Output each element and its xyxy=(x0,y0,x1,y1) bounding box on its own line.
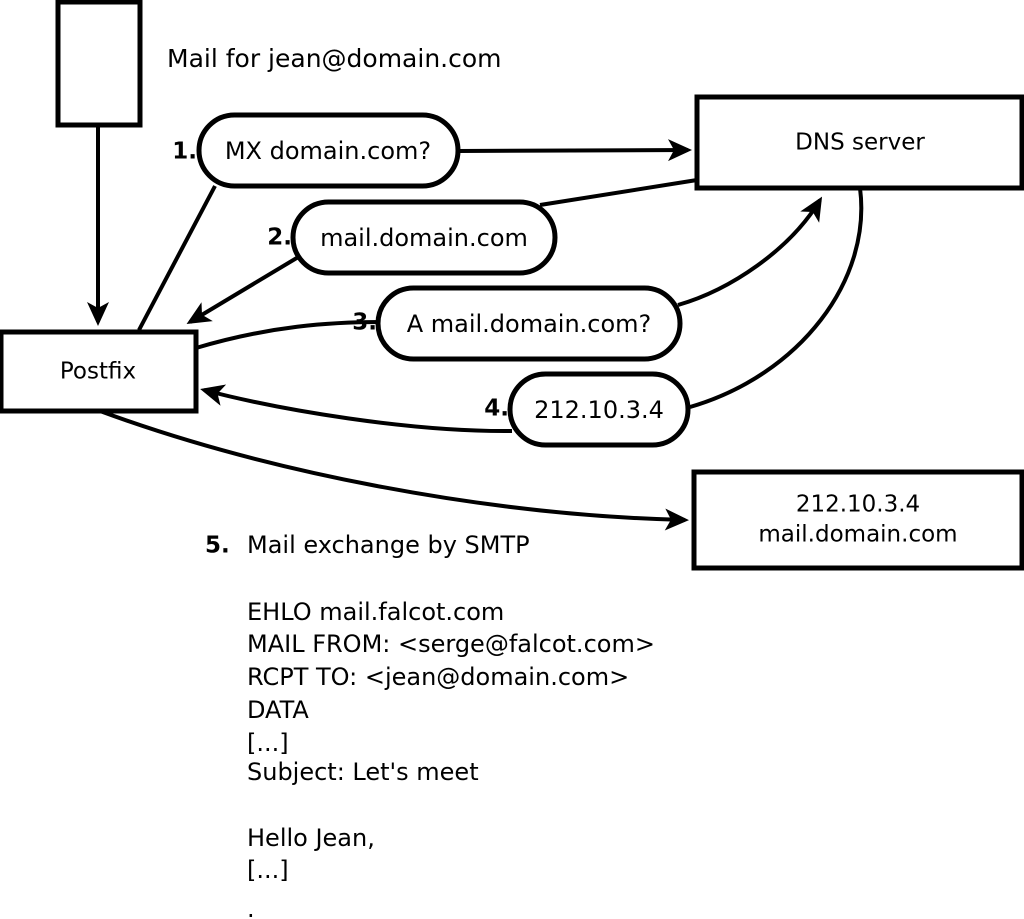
transcript-line: DATA xyxy=(247,696,309,724)
step-2-label: mail.domain.com xyxy=(320,224,528,252)
node-dns-server-box[interactable] xyxy=(694,94,1024,191)
edge-step2-dns-to-answer xyxy=(539,178,698,207)
step-4-pill[interactable] xyxy=(507,371,691,448)
transcript-line: Subject: Let's meet xyxy=(247,758,479,786)
node-mail-server-ip: 212.10.3.4 xyxy=(796,492,920,518)
node-dns-server-label: DNS server xyxy=(795,130,925,156)
edge-step3-query-to-dns xyxy=(677,196,823,307)
step-2-pill[interactable] xyxy=(290,199,558,276)
edge-step1-query-to-dns xyxy=(457,139,692,162)
edge-step5-postfix-to-mailserver xyxy=(99,409,689,531)
step-4-label: 212.10.3.4 xyxy=(534,396,664,424)
step-3-label: A mail.domain.com? xyxy=(407,310,652,338)
node-postfix-label: Postfix xyxy=(60,359,136,385)
node-postfix-box[interactable] xyxy=(0,329,199,414)
transcript-line: RCPT TO: <jean@domain.com> xyxy=(247,663,629,691)
edge-step4-answer-to-postfix xyxy=(200,384,513,434)
step-2-number: 2. xyxy=(267,225,292,251)
step-1-pill[interactable] xyxy=(196,112,461,189)
node-client-box[interactable] xyxy=(55,0,143,128)
transcript-line: EHLO mail.falcot.com xyxy=(247,598,504,626)
step-3-pill[interactable] xyxy=(375,285,683,362)
transcript-line: [...] xyxy=(247,729,289,757)
transcript-line: Hello Jean, xyxy=(247,824,375,852)
step-1-label: MX domain.com? xyxy=(225,137,431,165)
node-mail-server-box[interactable] xyxy=(691,469,1024,571)
edge-step4-dns-to-answer xyxy=(689,187,864,409)
edge-step1-postfix-to-query xyxy=(137,185,217,331)
step-5-number: 5. xyxy=(205,533,230,559)
transcript-line: MAIL FROM: <serge@falcot.com> xyxy=(247,630,655,658)
edge-step3-postfix-to-query xyxy=(195,320,382,350)
node-mail-server-hostname: mail.domain.com xyxy=(758,522,957,548)
step-3-number: 3. xyxy=(352,310,377,336)
transcript-line: . xyxy=(247,895,255,919)
edge-step2-answer-to-postfix xyxy=(186,251,307,325)
diagram-title: Mail for jean@domain.com xyxy=(167,44,502,73)
step-5-label: Mail exchange by SMTP xyxy=(247,531,530,559)
step-4-number: 4. xyxy=(484,396,509,422)
smtp-transcript: EHLO mail.falcot.com MAIL FROM: <serge@f… xyxy=(247,598,655,919)
transcript-line: [...] xyxy=(247,856,289,884)
step-1-number: 1. xyxy=(172,139,197,165)
